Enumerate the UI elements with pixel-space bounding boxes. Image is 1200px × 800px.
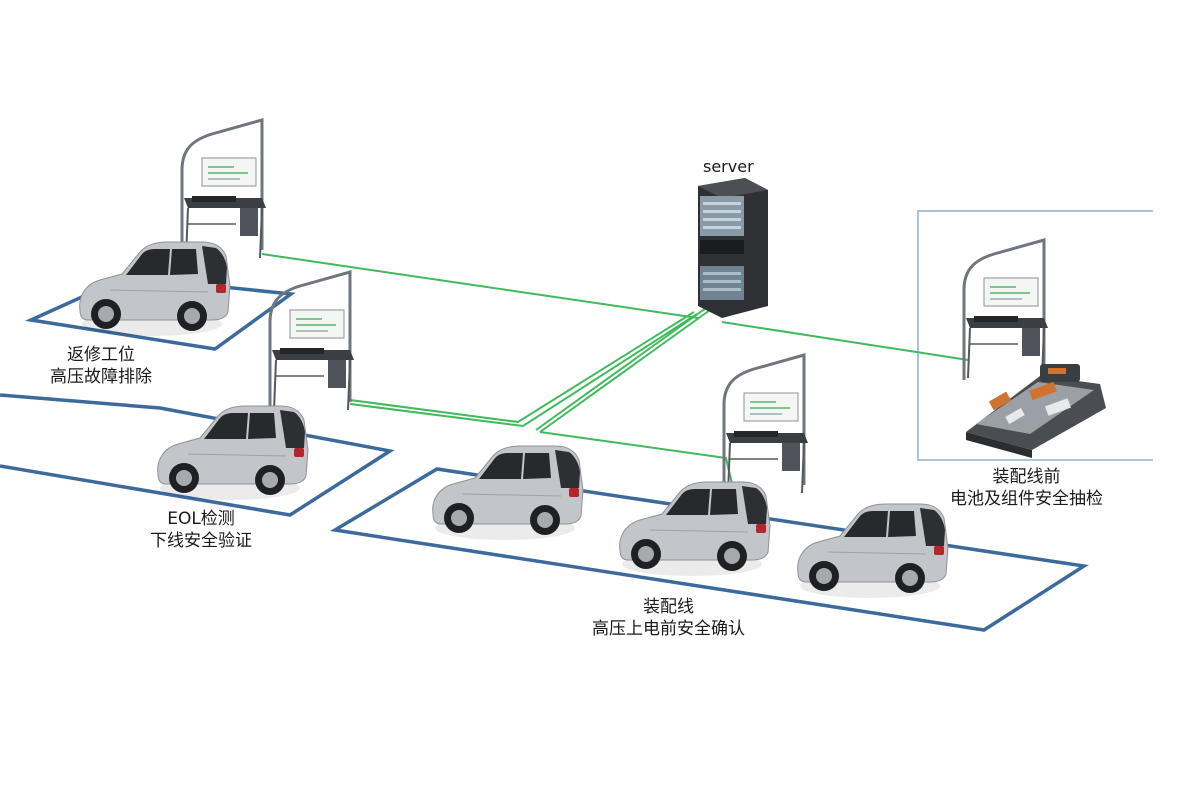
pre-assembly-station-label: 装配线前 电池及组件安全抽检 <box>950 466 1103 510</box>
link-repair-to-server <box>261 253 699 319</box>
eol-station-label: EOL检测 下线安全验证 <box>150 508 252 552</box>
server-rack[interactable] <box>698 178 768 318</box>
link-eol-to-server-a <box>349 313 698 428</box>
network-links <box>261 253 969 493</box>
battery-pack[interactable] <box>966 364 1106 458</box>
workstation-eol[interactable] <box>268 270 356 414</box>
workstation-pre-assembly[interactable] <box>962 238 1050 382</box>
pre-assembly-station-name: 装配线前 <box>992 467 1061 487</box>
eol-station-name: EOL检测 <box>167 509 235 529</box>
link-assembly-to-server-b <box>535 307 707 431</box>
repair-station-label: 返修工位 高压故障排除 <box>50 344 152 388</box>
server-label: server <box>703 157 754 176</box>
assembly-station-label: 装配线 高压上电前安全确认 <box>592 596 745 640</box>
link-assembly-drop <box>539 431 735 493</box>
repair-station-name: 返修工位 <box>67 345 135 365</box>
workstation-repair[interactable] <box>180 118 268 262</box>
car-assembly-1[interactable] <box>432 445 584 541</box>
assembly-station-name: 装配线 <box>643 597 694 617</box>
assembly-station-task: 高压上电前安全确认 <box>592 619 745 639</box>
link-eol-to-server-b <box>349 311 695 424</box>
link-assembly-to-server-a <box>539 309 711 433</box>
assembly-zone-outline <box>329 467 1089 632</box>
pre-assembly-station-task: 电池及组件安全抽检 <box>950 489 1103 509</box>
car-eol[interactable] <box>157 405 309 501</box>
car-assembly-3[interactable] <box>797 503 949 599</box>
eol-zone-outline <box>0 393 395 517</box>
link-server-to-pre-assembly <box>721 321 969 361</box>
repair-station-task: 高压故障排除 <box>50 367 152 387</box>
workstation-assembly[interactable] <box>722 353 810 497</box>
pre-assembly-zone-outline <box>917 210 1153 461</box>
eol-station-task: 下线安全验证 <box>150 531 252 551</box>
car-assembly-2[interactable] <box>619 481 771 577</box>
car-repair[interactable] <box>79 241 231 337</box>
